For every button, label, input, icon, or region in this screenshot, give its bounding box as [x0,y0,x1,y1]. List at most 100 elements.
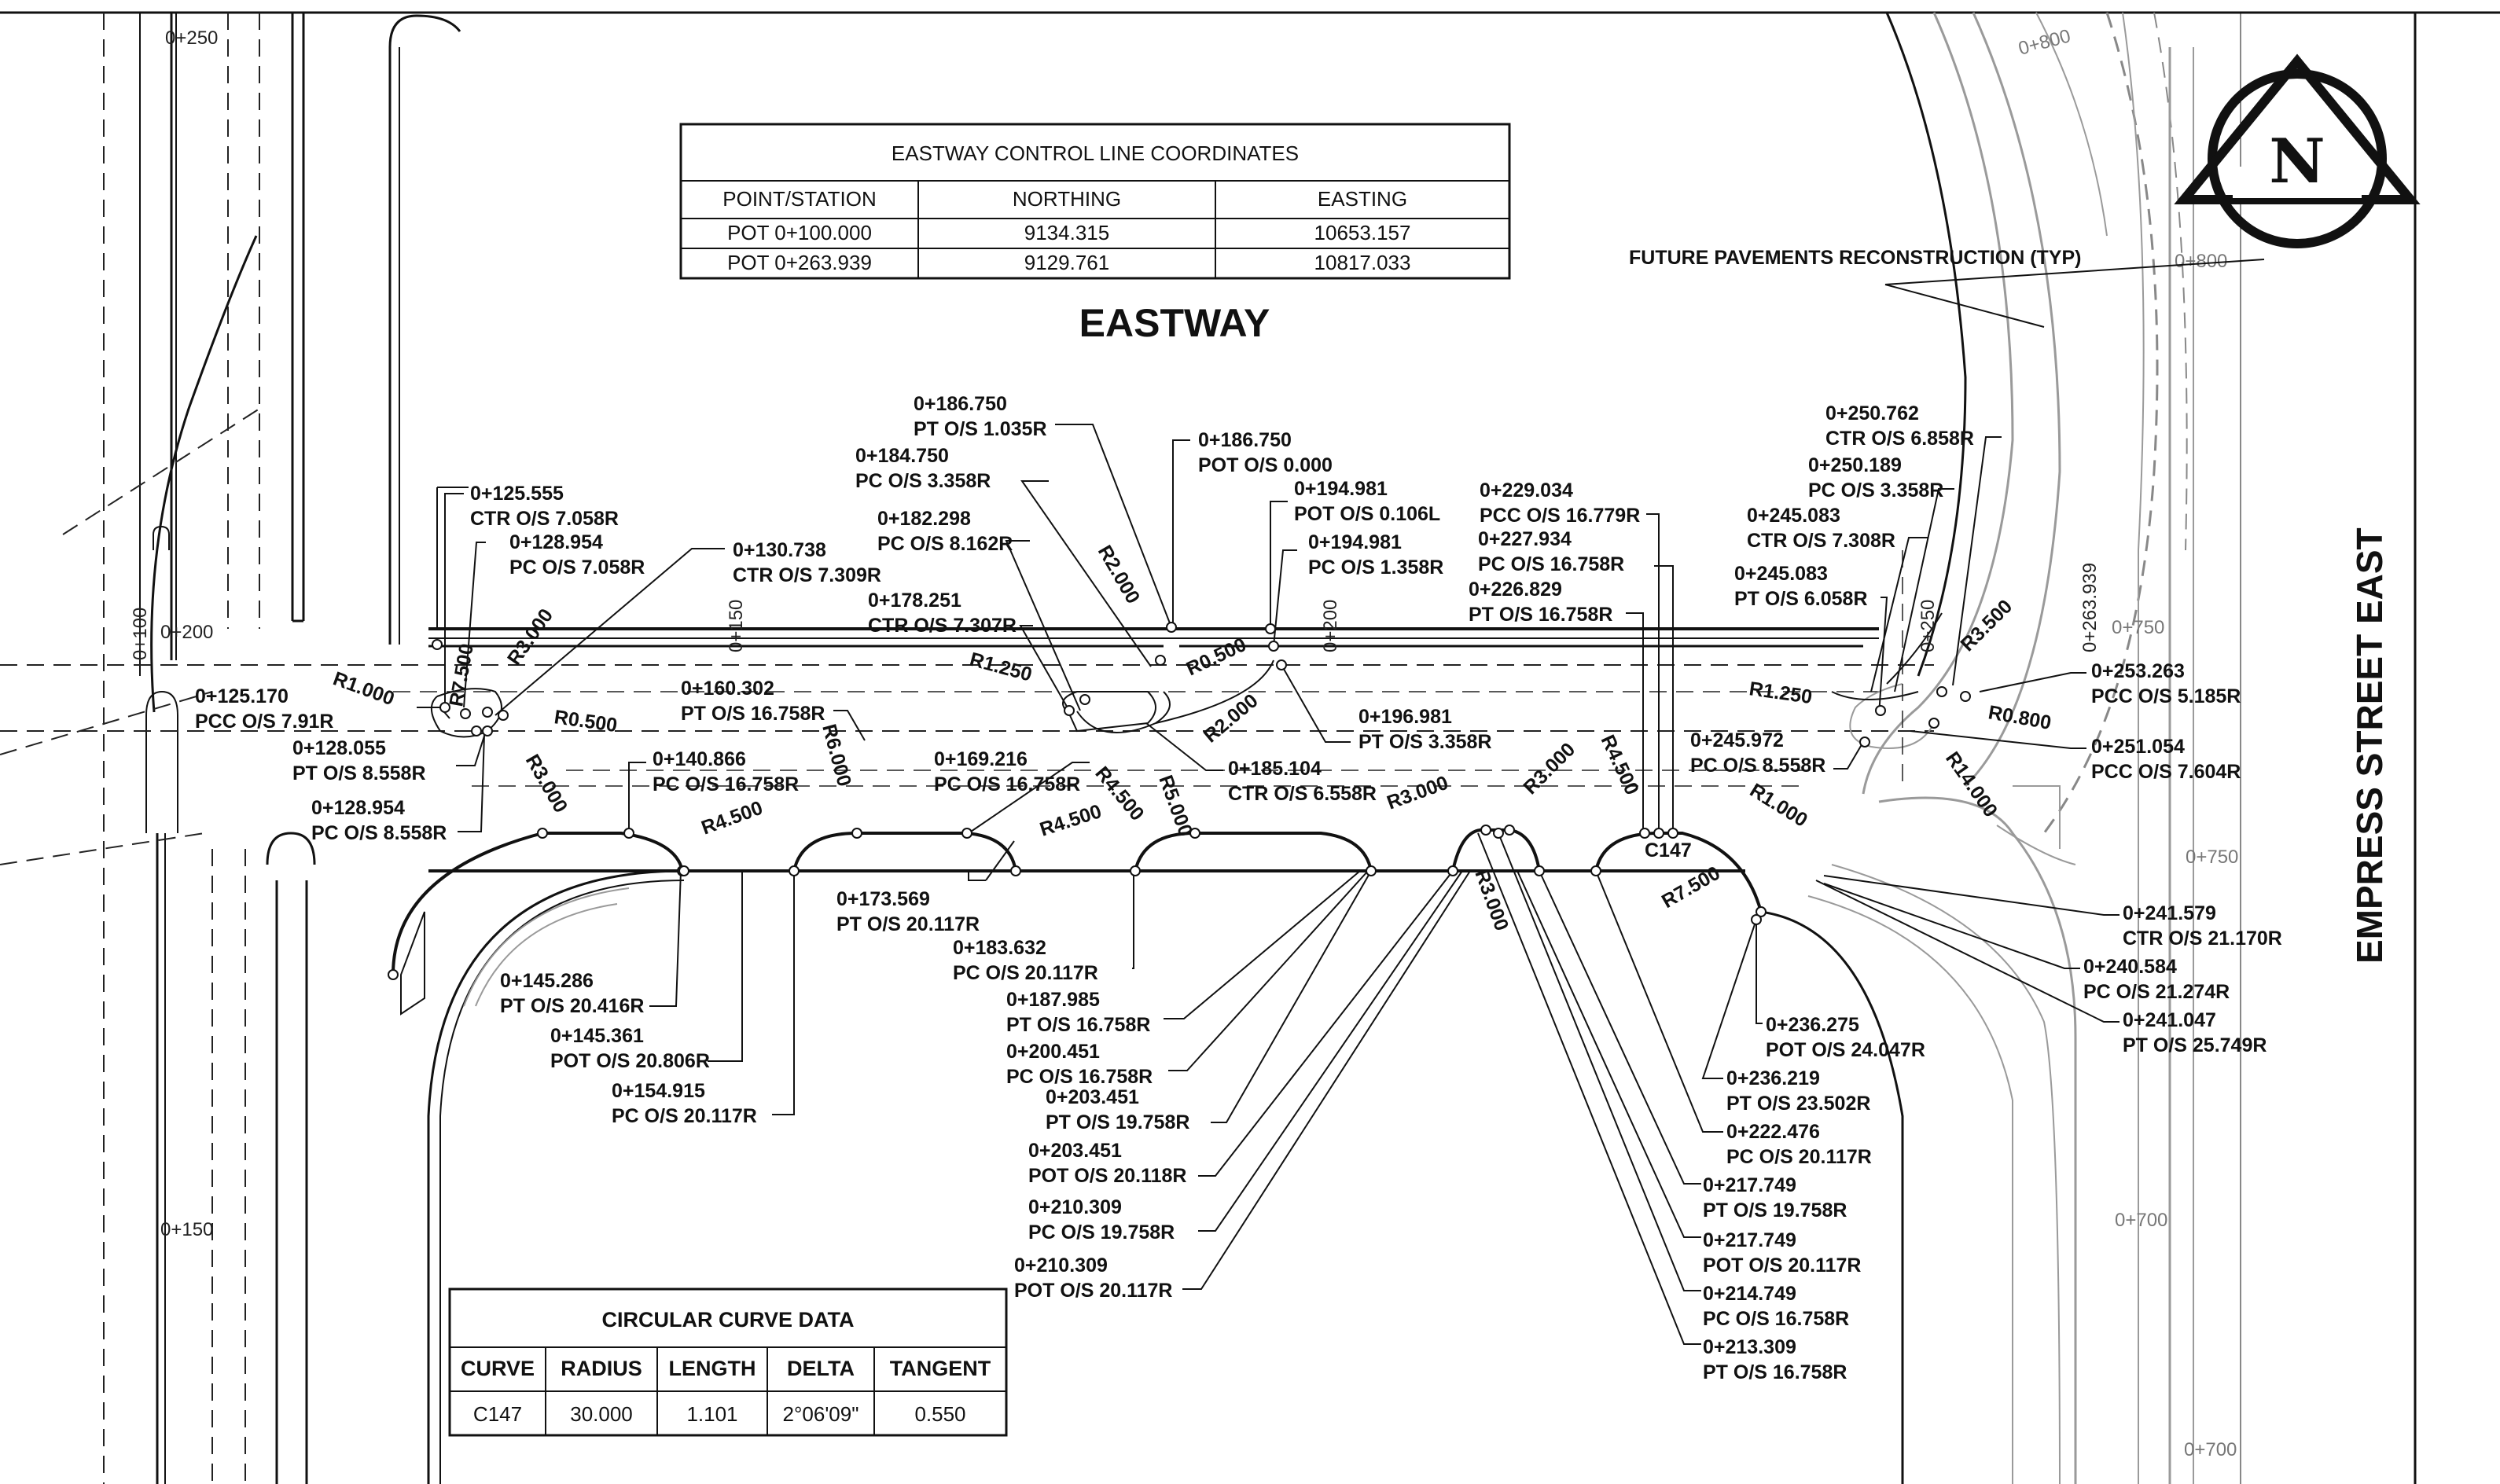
control-table-header: POINT/STATION [722,187,876,211]
station-label: 0+150 [726,600,747,652]
radius-label: R1.000 [330,667,397,710]
control-table-header: EASTING [1318,187,1407,211]
radius-label: R1.000 [1746,779,1811,831]
radius-label: R6.000 [818,722,855,788]
control-table-cell: 9129.761 [1024,251,1109,274]
curve-table-header: LENGTH [669,1357,756,1380]
curve-table-header: CURVE [461,1357,535,1380]
station-label: 0+200 [160,622,213,643]
station-label: 0+750 [2112,617,2164,638]
radius-label: R3.500 [1956,595,2017,656]
station-label: 0+250 [1917,600,1939,652]
radius-label: R1.250 [1748,678,1814,708]
control-table-cell: POT 0+263.939 [727,251,872,274]
station-label: 0+200 [1320,600,1341,652]
station-labels: 0+250 0+100 0+200 0+150 0+150 0+200 0+25… [130,25,2238,1460]
control-table-cell: 10817.033 [1314,251,1411,274]
radius-label: R3.000 [1519,738,1579,799]
radius-label: R5.000 [1154,772,1197,839]
radius-label: R4.500 [1037,800,1104,841]
point-markers [388,622,1971,980]
curve-table-header: TANGENT [890,1357,991,1380]
station-label: 0+800 [2175,251,2227,272]
radius-label: R0.500 [1183,634,1250,680]
radius-label: R1.250 [967,648,1034,686]
station-label: 0+100 [130,608,151,660]
north-letter: N [2269,126,2325,197]
station-label: 0+150 [160,1219,213,1240]
curve-label: C147 [1645,839,1692,861]
curve-table-cell: 0.550 [914,1402,965,1426]
control-table-title: EASTWAY CONTROL LINE COORDINATES [892,141,1299,165]
radius-label: R3.000 [521,751,572,817]
radius-label: R3.000 [503,604,557,669]
station-label: 0+700 [2184,1439,2237,1460]
control-table-cell: 9134.315 [1024,221,1109,244]
curve-table-cell: 2°06'09" [783,1402,859,1426]
curve-data-table: CIRCULAR CURVE DATA CURVE RADIUS LENGTH … [448,1287,1008,1437]
control-table-cell: POT 0+100.000 [727,221,872,244]
station-label: 0+250 [165,28,218,49]
curve-table-cell: C147 [473,1402,522,1426]
radius-label: R3.000 [1470,866,1513,933]
empress-street [1807,12,2241,1484]
curve-table-title: CIRCULAR CURVE DATA [602,1308,855,1332]
future-pavement-note: FUTURE PAVEMENTS RECONSTRUCTION (TYP) [1629,247,2265,328]
note-text: FUTURE PAVEMENTS RECONSTRUCTION (TYP) [1629,247,2081,269]
curve-table-cell: 30.000 [570,1402,633,1426]
station-label: 0+750 [2186,847,2238,868]
radius-label: R2.000 [1094,542,1145,608]
radius-label: R14.000 [1941,748,2002,821]
street-name: EMPRESS STREET EAST [2349,527,2390,964]
radius-label: R4.500 [698,797,765,839]
station-label: 0+700 [2115,1210,2167,1231]
station-label: 0+263.939 [2079,563,2101,652]
curve-table-header: DELTA [787,1357,855,1380]
page-title: EASTWAY [1079,301,1270,345]
eastway-road [0,487,1934,872]
